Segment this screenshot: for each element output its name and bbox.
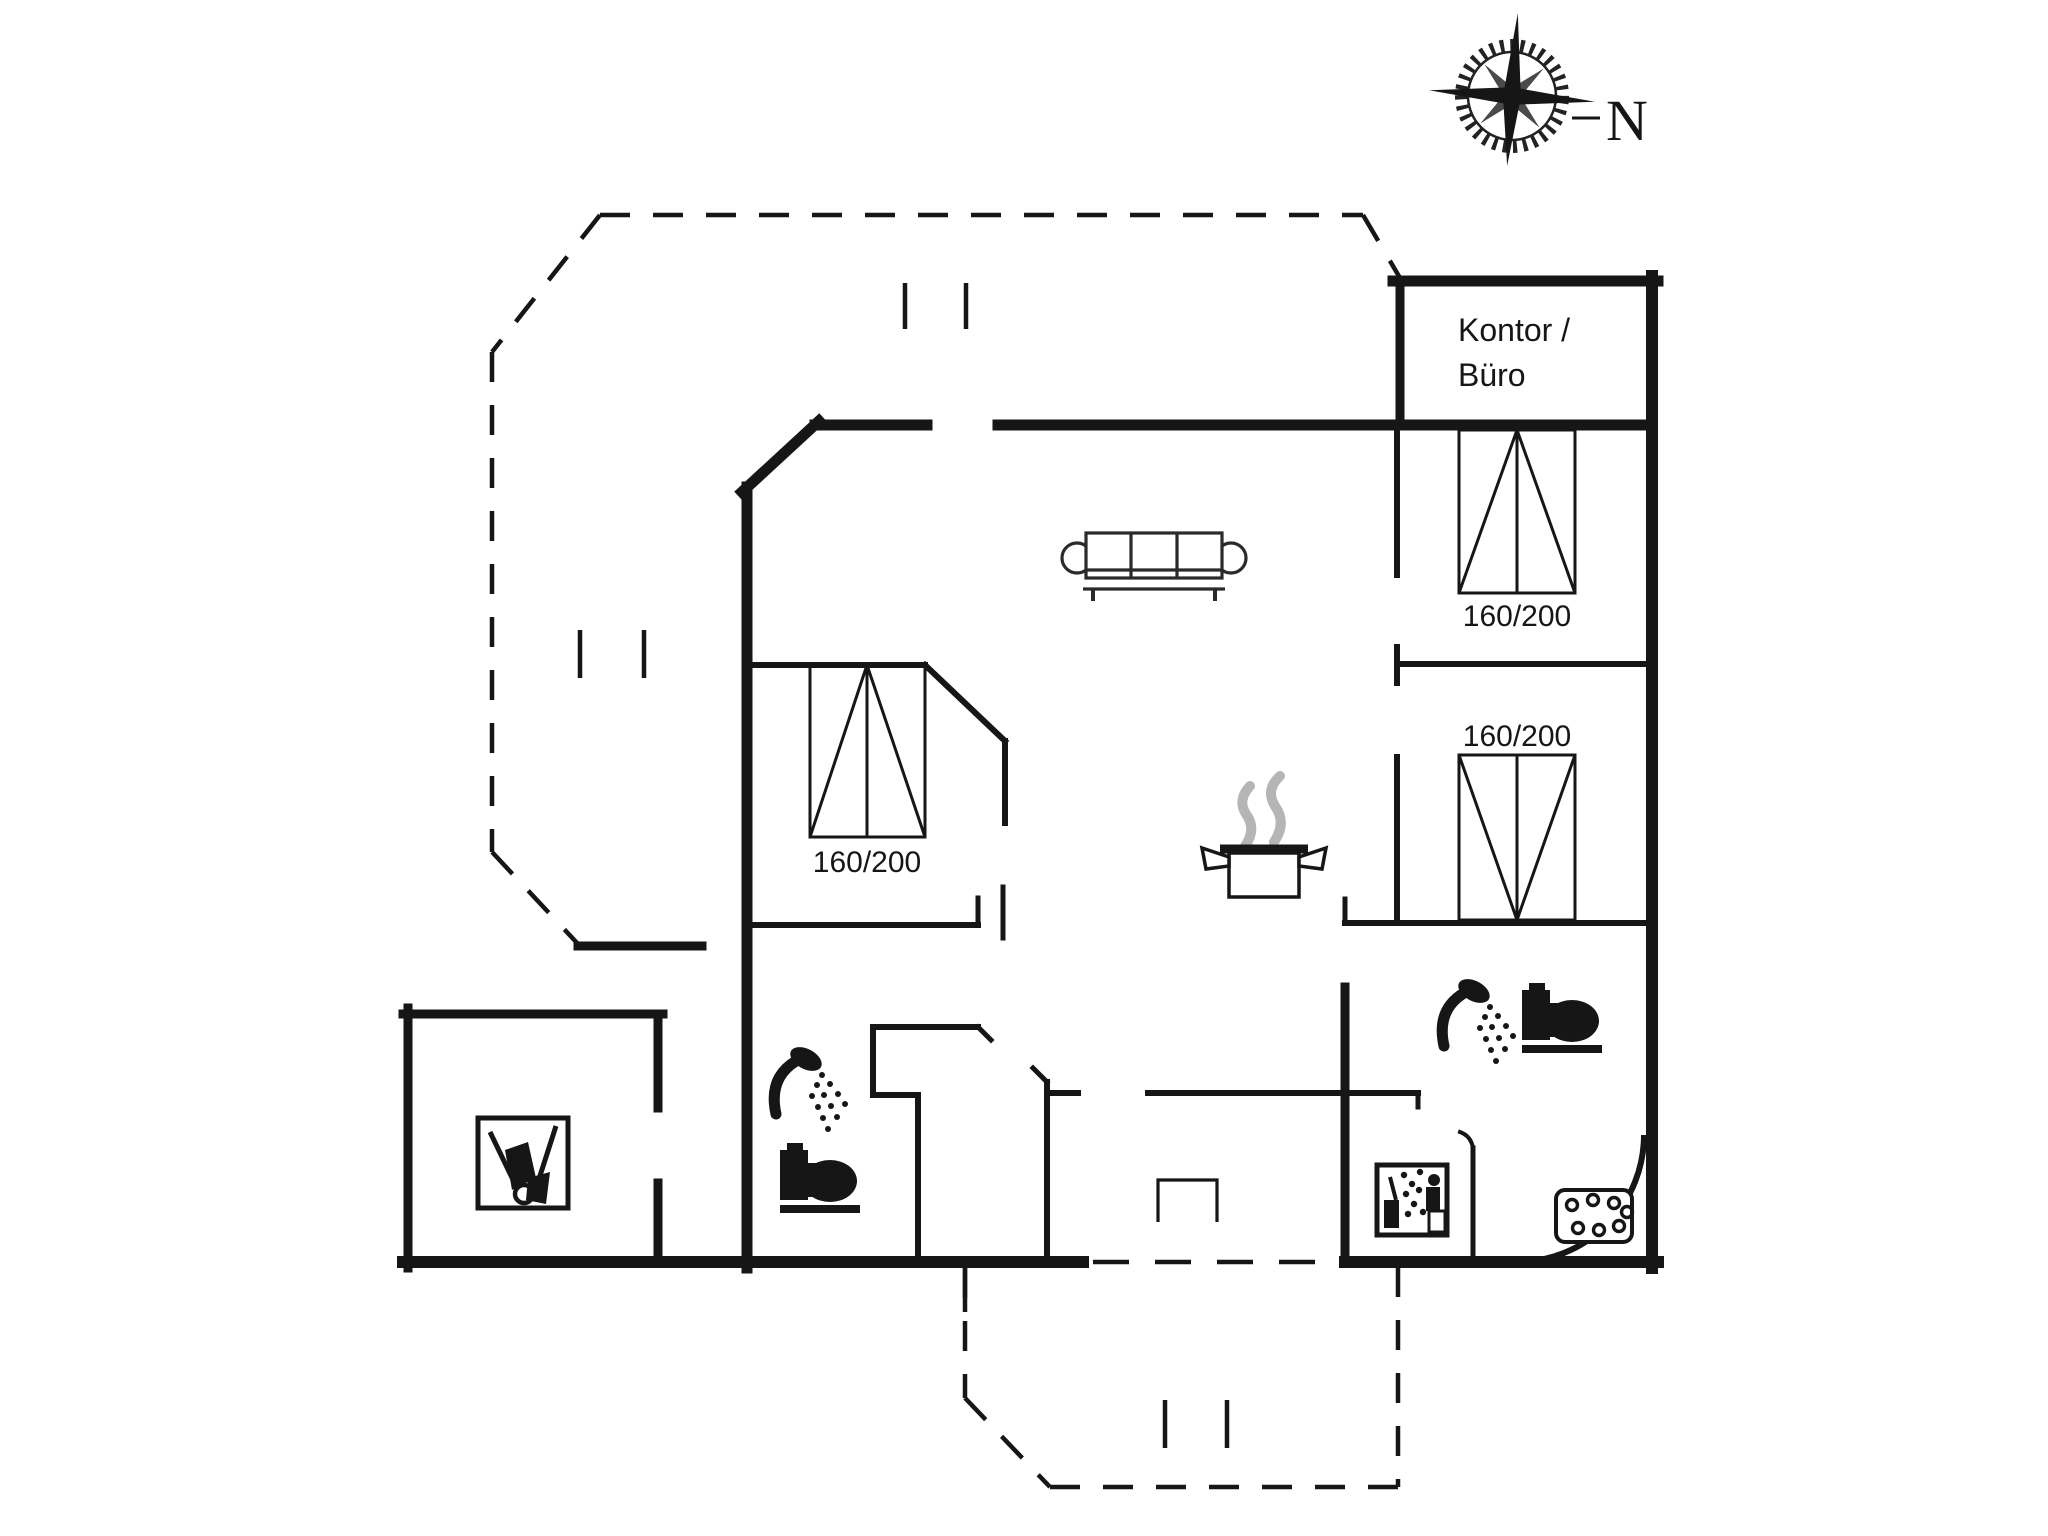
terrace-edge-top-right-diagonal [1361,213,1402,280]
door-jamb [974,1023,995,1044]
exterior-walls [397,270,1664,1274]
compass-north-label: N [1606,88,1648,153]
sauna-ladle [1388,1176,1398,1201]
shower-icon [774,1042,848,1132]
toilet-icon [780,1143,860,1213]
broom-handle [535,1125,559,1183]
bed-left [808,663,927,839]
pot-handle-left [1199,845,1231,871]
door-jamb [1457,1129,1476,1151]
cooking-pot-icon [1199,771,1329,899]
sauna-bench [1427,1209,1447,1234]
bed-diagonals [1457,429,1577,594]
room-label-office-line2: Büro [1458,357,1526,393]
bed-diagonals [1457,754,1577,921]
sofa-feet [1091,589,1217,601]
bedroom-left-wall-angled [920,660,1010,746]
steam-wisp [1266,771,1286,847]
sauna-steam-dots [1400,1168,1427,1218]
shower-icon [1442,974,1516,1064]
wall-chamfer [734,413,827,500]
lower-terrace-diagonal [963,1396,1052,1489]
terrace-edge-west-diagonal [490,850,580,946]
door-step-marks [577,283,1230,1448]
broom-head [526,1172,550,1204]
terrace-edge-top-left-diagonal [490,213,602,354]
bed-size-label: 160/200 [813,846,921,879]
toilet-icon [1522,983,1602,1053]
sauna-icon [1374,1162,1450,1238]
whirlpool-bubbles [1564,1192,1635,1238]
garden-tools-icon [475,1115,571,1211]
bed-lower-right [1457,753,1577,922]
bed-size-label: 160/200 [1463,600,1571,633]
room-label-office-line1: Kontor / [1458,312,1570,348]
terrace-outline [489,212,1402,1490]
compass-rose-icon: N [1429,13,1648,166]
compass-main-star [1429,13,1595,166]
bed-diagonals [808,664,927,838]
interior-walls [744,422,1655,1265]
pot-handle-right [1297,845,1329,871]
sauna-person-head [1428,1174,1440,1186]
sofa-icon [1060,531,1248,601]
sauna-person-body [1426,1187,1440,1211]
stove-icon [1156,1178,1219,1222]
door-jamb [1029,1064,1051,1086]
steam-icon [1237,771,1286,851]
steam-wisp [1237,781,1257,851]
bed-size-label: 160/200 [1463,720,1571,753]
pot-body [1227,851,1301,899]
bed-upper-right [1457,428,1577,595]
sauna-bucket [1384,1200,1399,1228]
whirlpool-tub-icon [1516,1134,1647,1265]
